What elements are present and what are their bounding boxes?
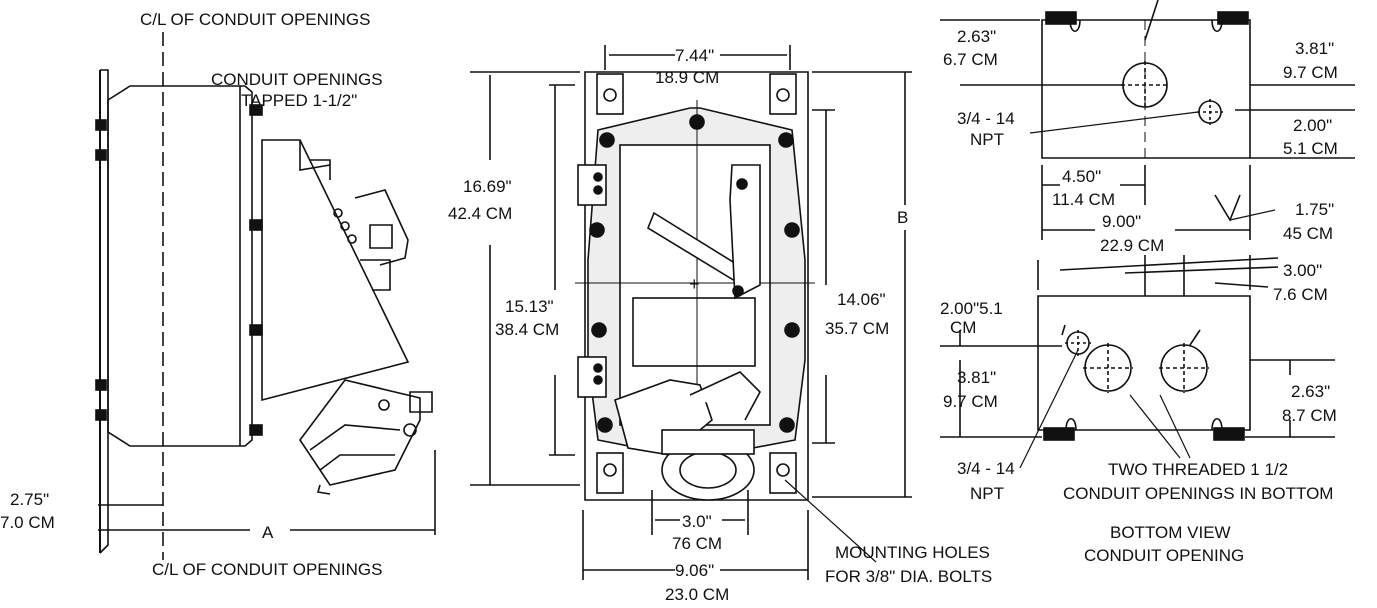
r-npt-a: 3/4 - 14 bbox=[957, 109, 1015, 128]
two-threaded-label-2: CONDUIT OPENINGS IN BOTTOM bbox=[1063, 484, 1333, 503]
front-view: + bbox=[470, 45, 912, 580]
mounting-holes-label-2: FOR 3/8" DIA. BOLTS bbox=[825, 567, 992, 586]
b-87-cm: 8.7 CM bbox=[1282, 406, 1337, 425]
r-51-cm: 5.1 CM bbox=[1283, 139, 1338, 158]
w906-in: 9.06" bbox=[675, 561, 714, 580]
w744-cm: 18.9 CM bbox=[655, 68, 719, 87]
w30-in: 3.0" bbox=[682, 512, 712, 531]
b-263-in: 2.63" bbox=[1291, 382, 1330, 401]
right-top-view bbox=[940, 0, 1355, 240]
h1513-cm: 38.4 CM bbox=[495, 320, 559, 339]
bottom-view-label-1: BOTTOM VIEW bbox=[1110, 523, 1231, 542]
h1406-in: 14.06" bbox=[837, 290, 886, 309]
h1406-cm: 35.7 CM bbox=[825, 319, 889, 338]
r-200-in: 2.00" bbox=[1293, 116, 1332, 135]
conduit-tapped-label-1: CONDUIT OPENINGS bbox=[211, 70, 383, 89]
cl-top-label: C/L OF CONDUIT OPENINGS bbox=[140, 10, 370, 29]
w744-in: 7.44" bbox=[675, 46, 714, 65]
w906-cm: 23.0 CM bbox=[665, 585, 729, 604]
r-450-in: 4.50" bbox=[1062, 167, 1101, 186]
h1669-in: 16.69" bbox=[463, 177, 512, 196]
r-76-cm: 7.6 CM bbox=[1273, 285, 1328, 304]
svg-text:+: + bbox=[689, 274, 700, 294]
h1669-cm: 42.4 CM bbox=[448, 204, 512, 223]
b-npt-a: 3/4 - 14 bbox=[957, 459, 1015, 478]
mounting-holes bbox=[596, 73, 797, 494]
mounting-holes-label-1: MOUNTING HOLES bbox=[835, 543, 990, 562]
side-view bbox=[95, 32, 436, 560]
right-bottom-view bbox=[940, 255, 1335, 469]
r-67-cm: 6.7 CM bbox=[943, 50, 998, 69]
r-175-in: 1.75" bbox=[1295, 200, 1334, 219]
r-381-in: 3.81" bbox=[1295, 39, 1334, 58]
r-npt-b: NPT bbox=[970, 130, 1004, 149]
r-263-in: 2.63" bbox=[957, 27, 996, 46]
h1513-in: 15.13" bbox=[505, 297, 554, 316]
r-97-cm: 9.7 CM bbox=[1283, 63, 1338, 82]
left-275-in: 2.75" bbox=[10, 490, 49, 509]
bottom-view-label-2: CONDUIT OPENING bbox=[1084, 546, 1244, 565]
dim-a-label: A bbox=[262, 523, 274, 542]
r-300-in: 3.00" bbox=[1283, 261, 1322, 280]
dim-b-label: B bbox=[897, 208, 908, 227]
cl-bottom-label: C/L OF CONDUIT OPENINGS bbox=[152, 560, 382, 579]
b-npt-b: NPT bbox=[970, 484, 1004, 503]
w30-cm: 76 CM bbox=[672, 534, 722, 553]
b-200-51: 2.00"5.1 bbox=[940, 299, 1003, 318]
b-97-cm: 9.7 CM bbox=[943, 392, 998, 411]
conduit-tapped-label-2: TAPPED 1-1/2" bbox=[241, 91, 357, 110]
r-45-cm: 45 CM bbox=[1283, 224, 1333, 243]
r-114-cm: 11.4 CM bbox=[1052, 190, 1115, 209]
two-threaded-label-1: TWO THREADED 1 1/2 bbox=[1108, 460, 1288, 479]
r-900-in: 9.00" bbox=[1102, 212, 1141, 231]
left-70-cm: 7.0 CM bbox=[0, 513, 55, 532]
r-229-cm: 22.9 CM bbox=[1100, 236, 1164, 255]
b-cm: CM bbox=[950, 318, 976, 337]
b-381-in: 3.81" bbox=[957, 368, 996, 387]
dimension-labels: C/L OF CONDUIT OPENINGS CONDUIT OPENINGS… bbox=[0, 10, 1338, 604]
